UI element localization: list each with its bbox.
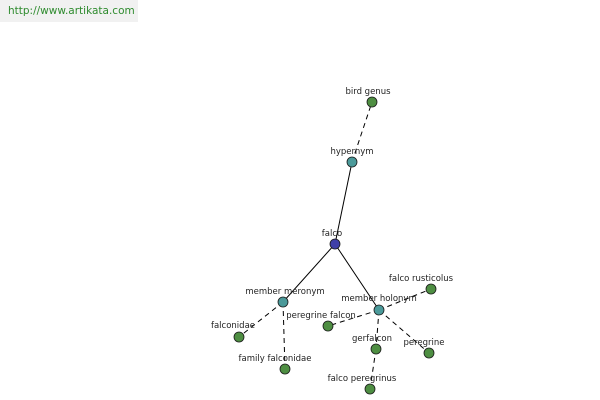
node-dot-falco[interactable] [329,238,341,250]
node-label-falco: falco [322,229,342,239]
edge-gerfalcon-to-falco-peregrinus [369,348,377,390]
node-label-falco-peregrinus: falco peregrinus [328,374,397,384]
node-hypernym[interactable]: hypernym [330,147,374,168]
edge-hypernym-to-bird-genus [351,101,373,163]
node-dot-falco-peregrinus[interactable] [364,383,376,395]
node-peregrine-falcon[interactable]: peregrine falcon [286,311,356,332]
node-gerfalcon[interactable]: gerfalcon [352,334,392,355]
node-dot-falco-rusticolus[interactable] [425,283,437,295]
node-label-member-meronym: member meronym [245,287,324,297]
site-url-link[interactable]: http://www.artikata.com [8,5,135,17]
node-label-member-holonym: member holonym [341,294,416,304]
edges-layer [238,101,432,390]
node-dot-peregrine-falcon[interactable] [322,320,334,332]
node-label-peregrine: peregrine [403,338,444,348]
node-falco-rusticolus[interactable]: falco rusticolus [389,274,454,295]
node-label-bird-genus: bird genus [345,87,391,97]
node-falconidae[interactable]: falconidae [211,321,255,343]
node-peregrine[interactable]: peregrine [403,338,445,359]
node-dot-bird-genus[interactable] [366,96,378,108]
edge-member-holonym-to-peregrine [378,309,430,354]
url-bar: http://www.artikata.com [0,0,138,22]
node-label-hypernym: hypernym [330,147,373,157]
edge-member-meronym-to-falconidae [238,301,284,338]
edge-member-holonym-to-falco-rusticolus [378,288,432,311]
node-label-family-falconidae: family falconidae [239,354,312,364]
node-member-meronym[interactable]: member meronym [245,287,325,308]
node-label-falconidae: falconidae [211,321,255,331]
node-dot-peregrine[interactable] [423,347,435,359]
node-dot-falconidae[interactable] [233,331,245,343]
node-dot-member-holonym[interactable] [373,304,385,316]
node-family-falconidae[interactable]: family falconidae [239,354,312,375]
node-dot-family-falconidae[interactable] [279,363,291,375]
edge-falco-to-member-meronym [282,243,336,303]
edge-falco-to-hypernym [334,161,353,245]
edge-member-holonym-to-gerfalcon [375,309,380,350]
node-falco[interactable]: falco [322,229,342,250]
edge-falco-to-member-holonym [334,243,380,311]
node-falco-peregrinus[interactable]: falco peregrinus [328,374,397,395]
node-bird-genus[interactable]: bird genus [345,87,391,108]
node-label-gerfalcon: gerfalcon [352,334,392,344]
edge-member-meronym-to-family-falconidae [282,301,286,370]
node-label-peregrine-falcon: peregrine falcon [286,311,356,321]
node-dot-gerfalcon[interactable] [370,343,382,355]
node-dot-hypernym[interactable] [346,156,358,168]
node-label-falco-rusticolus: falco rusticolus [389,274,454,284]
node-member-holonym[interactable]: member holonym [341,294,417,316]
nodes-layer: bird genus hypernym falco member meronym mem… [211,87,454,395]
node-dot-member-meronym[interactable] [277,296,289,308]
